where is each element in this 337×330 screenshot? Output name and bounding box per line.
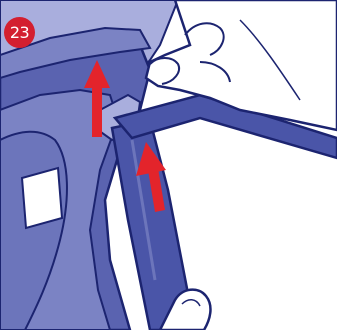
seat-belt-slot xyxy=(20,166,64,230)
arrow-up-diagonal-icon xyxy=(136,142,166,212)
step-number-badge: 23 xyxy=(4,17,35,48)
hand-top-icon xyxy=(144,0,337,132)
belt-strap-highlight xyxy=(130,139,157,281)
seat-top-lip xyxy=(0,26,152,80)
arrow-up-icon xyxy=(84,60,110,137)
hand-bottom-icon xyxy=(158,288,212,330)
